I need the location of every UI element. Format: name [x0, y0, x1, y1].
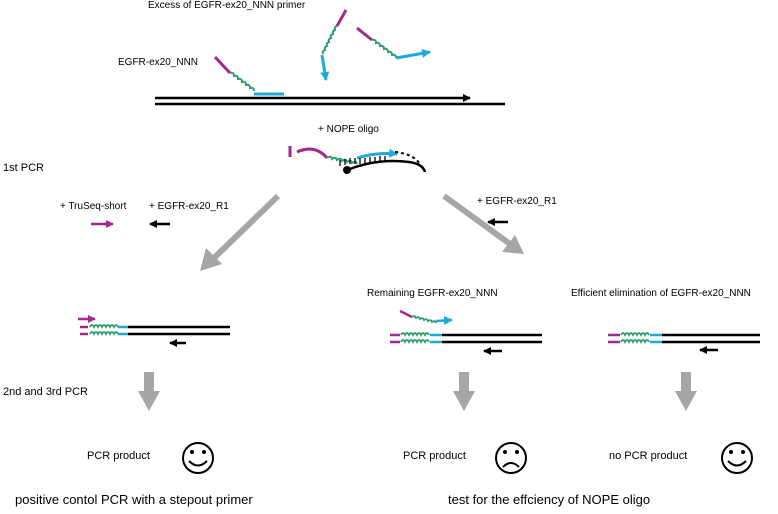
- annealed-primer: [213, 55, 284, 96]
- egfr-nnn-label: EGFR-ex20_NNN: [118, 57, 199, 68]
- egfr-r1-right-label: + EGFR-ex20_R1: [477, 196, 557, 207]
- egfr-r1-left-label: + EGFR-ex20_R1: [149, 201, 229, 212]
- down-arrow-right: [675, 372, 697, 411]
- happy-face-icon: [721, 442, 753, 474]
- free-primer-2: [356, 26, 431, 60]
- nope-oligo-complex: [288, 146, 427, 174]
- branch-arrow-right: [442, 193, 524, 254]
- first-pcr-label: 1st PCR: [3, 162, 44, 174]
- product-middle: [390, 309, 542, 355]
- truseq-short-label: + TruSeq-short: [60, 201, 127, 212]
- remaining-label: Remaining EGFR-ex20_NNN: [367, 288, 498, 299]
- caption-right: test for the effciency of NOPE oligo: [448, 492, 651, 507]
- free-primer-1: [320, 9, 348, 81]
- pcr-product-middle-label: PCR product: [403, 450, 466, 462]
- excess-primer-label: Excess of EGFR-ex20_NNN primer: [148, 0, 306, 11]
- branch-arrow-left: [200, 193, 281, 271]
- down-arrow-left: [138, 372, 160, 411]
- nope-oligo-label: + NOPE oligo: [318, 124, 379, 135]
- down-arrow-middle: [453, 372, 475, 411]
- efficient-elimination-label: Efficient elimination of EGFR-ex20_NNN: [571, 288, 751, 299]
- product-left: [78, 315, 230, 347]
- pcr-product-left-label: PCR product: [87, 450, 150, 462]
- second-third-pcr-label: 2nd and 3rd PCR: [3, 386, 88, 398]
- product-right: [608, 332, 760, 354]
- caption-left: positive contol PCR with a stepout prime…: [15, 492, 253, 507]
- sad-face-icon: [495, 442, 527, 474]
- happy-face-icon: [182, 442, 214, 474]
- no-pcr-product-label: no PCR product: [609, 450, 688, 462]
